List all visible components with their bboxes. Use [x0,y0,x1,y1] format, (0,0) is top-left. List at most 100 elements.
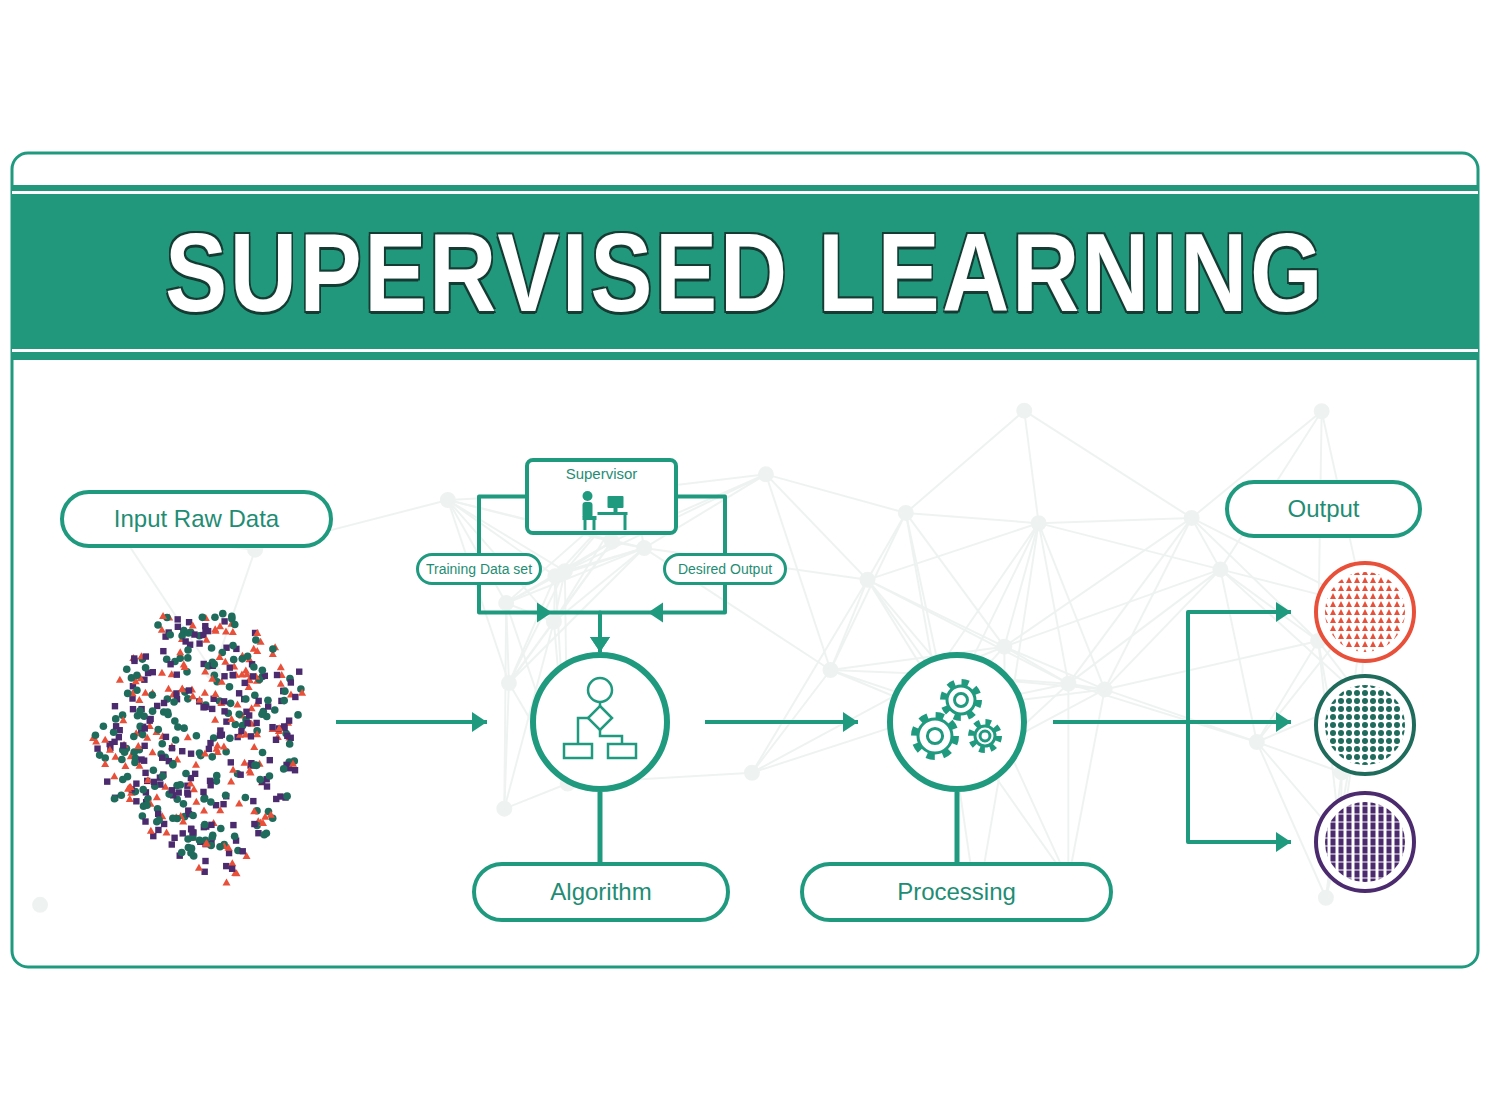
data-square [151,779,157,785]
network-dot [1213,562,1227,576]
data-dot [189,812,197,820]
label-pill: Desired Output [663,553,787,585]
data-dot [227,700,235,708]
data-triangle [216,622,224,629]
network-dot [499,596,513,610]
data-dot [143,801,151,809]
network-line [509,622,554,683]
data-square [161,700,167,706]
data-square [142,770,148,776]
data-triangle [181,663,189,670]
arrowhead [1276,602,1291,622]
data-dot [130,733,138,741]
data-dot [283,792,291,800]
data-square [221,698,227,704]
network-line [867,523,1038,580]
data-dot [149,707,157,715]
arrowhead [590,637,610,652]
network-line [644,548,830,670]
data-dot [169,814,177,822]
network-line [1067,684,1069,881]
data-triangle [134,742,142,749]
output-class-circle [1316,793,1414,891]
data-square [142,725,148,731]
data-square [202,858,208,864]
data-square [250,673,256,679]
data-square [202,623,208,629]
output-node: Output [1225,480,1422,895]
data-triangle [200,806,208,813]
network-line [506,603,509,683]
connector-line [1053,720,1291,724]
gear-icon [972,723,998,749]
node-label: Training Data set [426,561,532,577]
data-dot [216,843,224,851]
data-square [200,789,206,795]
data-triangle [120,741,128,748]
data-dot [210,660,218,668]
connector-line [479,585,600,652]
data-triangle [202,636,210,643]
data-triangle [163,829,171,836]
data-dot [182,770,190,778]
data-triangle [234,700,242,707]
data-dot [260,831,268,839]
data-triangle [229,766,237,773]
data-square [207,740,213,746]
connector [479,497,525,554]
network-dot [33,898,47,912]
data-triangle [227,778,235,785]
data-square [253,720,259,726]
network-line [1105,641,1319,689]
connector [705,712,858,732]
data-dot [100,722,108,730]
data-square [269,724,275,730]
data-triangle [253,730,261,737]
data-square [230,672,236,678]
data-square [180,830,186,836]
network-line [504,603,506,809]
data-dot [130,748,138,756]
data-dot [180,724,188,732]
data-square [284,733,290,739]
data-dot [286,740,294,748]
data-square [169,745,175,751]
data-triangle [277,663,285,670]
data-triangle [250,743,258,750]
data-dot [111,795,119,803]
arrowhead [1276,712,1291,732]
data-triangle [119,716,127,723]
connector-line [336,720,487,724]
data-triangle [178,685,186,692]
network-line [123,536,214,673]
data-square [175,624,181,630]
data-triangle [159,612,167,619]
network-dot [1250,735,1264,749]
data-dot [199,614,207,622]
data-dot [124,690,132,698]
data-square [242,680,248,686]
data-triangle [165,685,173,692]
data-square [130,706,136,712]
data-dot [219,610,227,618]
data-square [150,669,156,675]
network-line [752,580,867,773]
node-label: Input Raw Data [114,505,279,533]
data-dot [207,798,215,806]
title-holder: SUPERVISED LEARNING [0,0,1490,1]
data-dot [226,734,234,742]
data-square [227,664,233,670]
network-line [906,513,1039,523]
network-line [1005,742,1068,880]
data-triangle [158,669,166,676]
data-dot [139,731,147,739]
supervisor-icon [583,491,628,530]
data-dot [170,698,178,706]
data-dot [231,832,239,840]
network-dot [997,640,1011,654]
data-dot [184,835,192,843]
data-square [182,638,188,644]
network-line [509,576,555,683]
connector-line [479,497,525,554]
data-dot [133,672,141,680]
